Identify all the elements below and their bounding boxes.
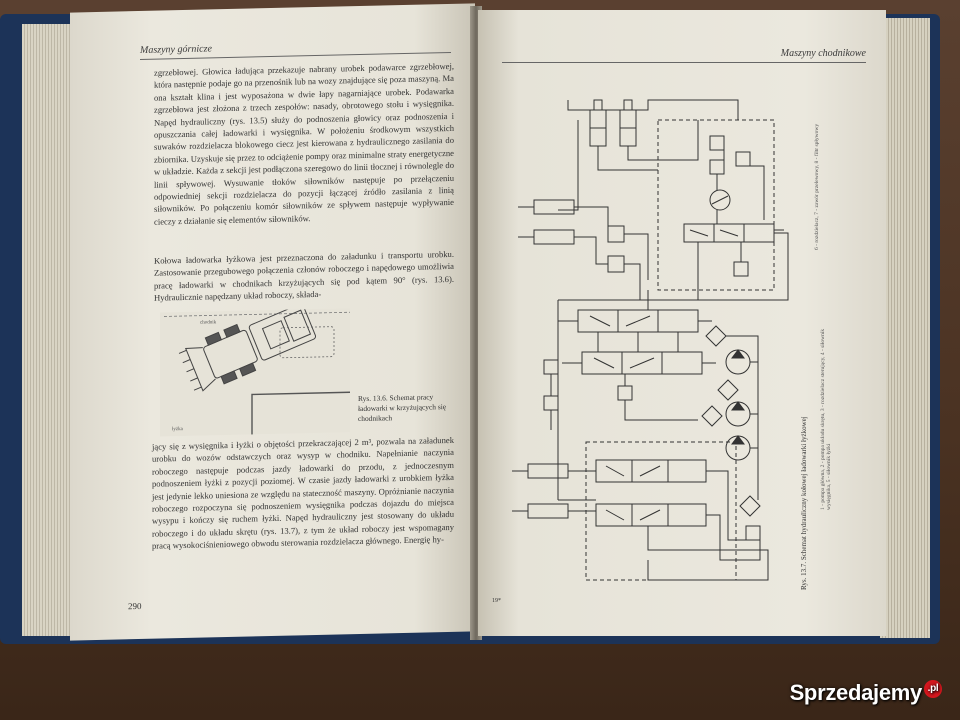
right-head-rule — [502, 62, 866, 63]
right-page-stack — [880, 18, 930, 638]
schematic-legend-top: 6 - rozdzielacz, 7 - zawór przelewowy, 8… — [814, 123, 820, 250]
left-running-head: Maszyny górnicze — [140, 43, 212, 57]
hydraulic-schematic — [512, 99, 789, 581]
left-paragraph-1: zgrzebłowej. Głowica ładująca przekazuje… — [154, 60, 454, 227]
schematic-legend-bottom: 1 - pompa główna, 2 - pompa układu skręt… — [820, 328, 832, 510]
right-page-signature: 19* — [492, 598, 501, 604]
loader-figure: chodnik łyżka — [160, 303, 350, 437]
loader-figure-drawing: chodnik łyżka — [160, 303, 350, 437]
watermark-badge: .pl — [924, 680, 942, 698]
figure-label-lyzka: łyżka — [172, 427, 184, 432]
left-paragraph-3: jący się z wysięgnika i łyżki o objętośc… — [152, 434, 454, 551]
figure-caption-13-7: Rys. 13.7. Schemat hydrauliczny kołowej … — [800, 416, 808, 590]
right-running-head: Maszyny chodnikowe — [780, 48, 866, 59]
left-page-number: 290 — [128, 600, 142, 612]
sprzedajemy-watermark: Sprzedajemy.pl — [790, 680, 942, 706]
figure-caption-13-6: Rys. 13.6. Schemat pracy ładowarki w krz… — [358, 392, 447, 424]
right-page: Maszyny chodnikowe — [478, 10, 886, 636]
figure-label-chodnik: chodnik — [200, 320, 217, 325]
watermark-text: Sprzedajemy — [789, 680, 923, 705]
left-paragraph-2: Kołowa ładowarka łyżkowa jest przeznaczo… — [154, 248, 454, 303]
left-page: Maszyny górnicze zgrzebłowej. Głowica ła… — [70, 3, 475, 641]
